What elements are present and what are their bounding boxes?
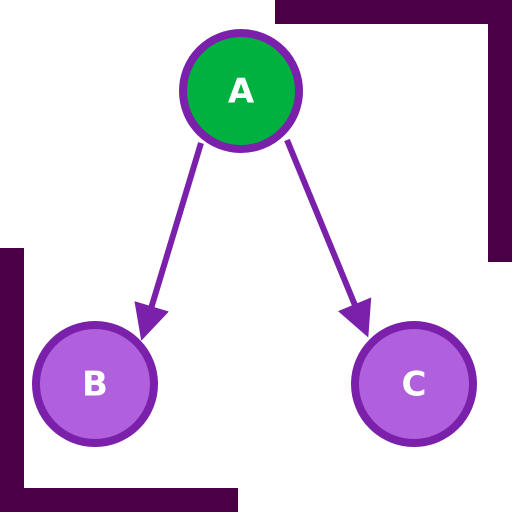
edge-a-to-c (284, 138, 372, 338)
node-b-label: B (82, 365, 108, 405)
corner-bracket-bottom-left (0, 248, 238, 512)
node-a-label: A (228, 72, 255, 112)
corner-bracket-top-right (275, 0, 512, 262)
node-c-circle (351, 321, 477, 447)
node-c-label: C (402, 365, 427, 405)
node-a: A (179, 29, 303, 153)
node-c: C (351, 321, 477, 447)
node-b: B (32, 321, 158, 447)
edge-a-to-b (134, 142, 204, 341)
node-a-circle (179, 29, 303, 153)
node-b-circle (32, 321, 158, 447)
